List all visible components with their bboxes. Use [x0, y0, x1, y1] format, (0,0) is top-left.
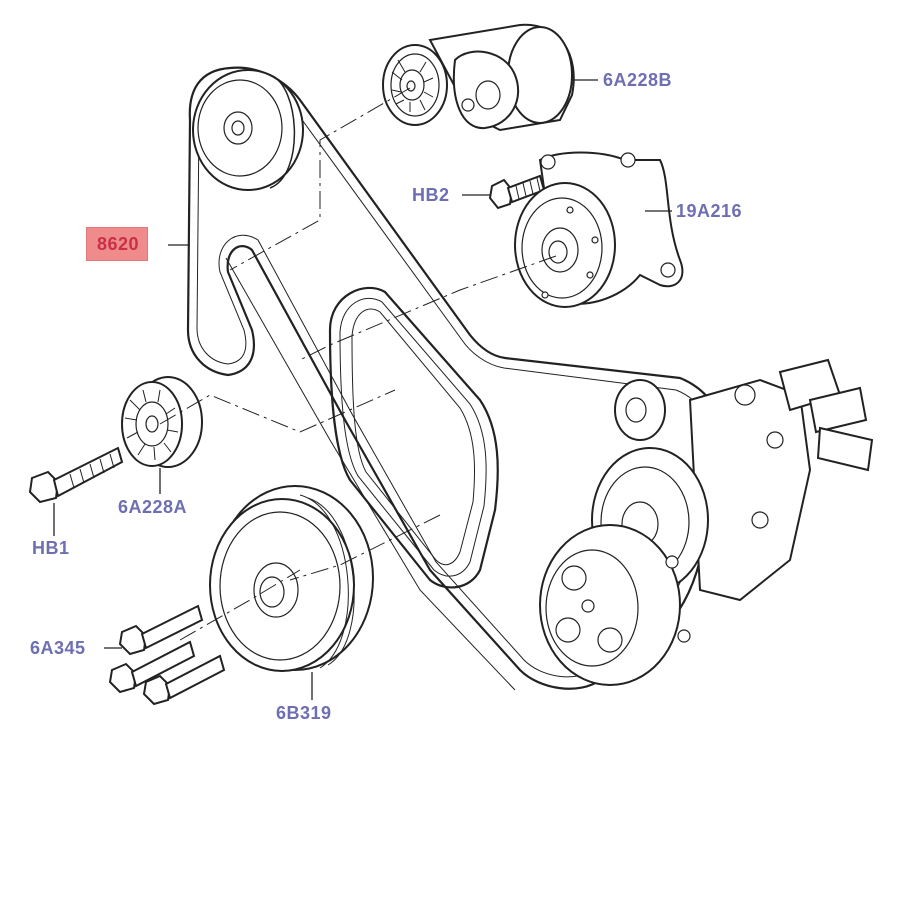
bolt-hb1: [28, 446, 124, 504]
assembly-axes: [159, 87, 557, 641]
callout-6b319: 6B319: [276, 703, 332, 723]
upper-pulley: [192, 69, 304, 191]
idler-right: [614, 379, 666, 441]
leader-lines: [53, 79, 672, 700]
pulley-19a216: [514, 151, 684, 308]
callout-6a228b: 6A228B: [603, 70, 673, 90]
water-pump-housing: [688, 358, 874, 602]
tensioner-6a228b: [382, 23, 575, 132]
callout-hb1: HB1: [32, 538, 70, 558]
callout-6a228a: 6A228A: [118, 497, 188, 517]
callout-hb2: HB2: [412, 185, 450, 205]
tensioner-6a228a: [121, 376, 203, 468]
main-belt: [186, 66, 727, 691]
callout-8620: 8620: [86, 227, 149, 261]
callout-19a216: 19A216: [676, 201, 743, 221]
secondary-belt: [328, 286, 499, 589]
crank-pulley-6b319: [209, 485, 374, 672]
bolts-6a345: [108, 604, 226, 706]
ac-compressor: [539, 524, 691, 686]
callout-6a345: 6A345: [30, 638, 86, 658]
bolt-hb2: [488, 174, 546, 210]
